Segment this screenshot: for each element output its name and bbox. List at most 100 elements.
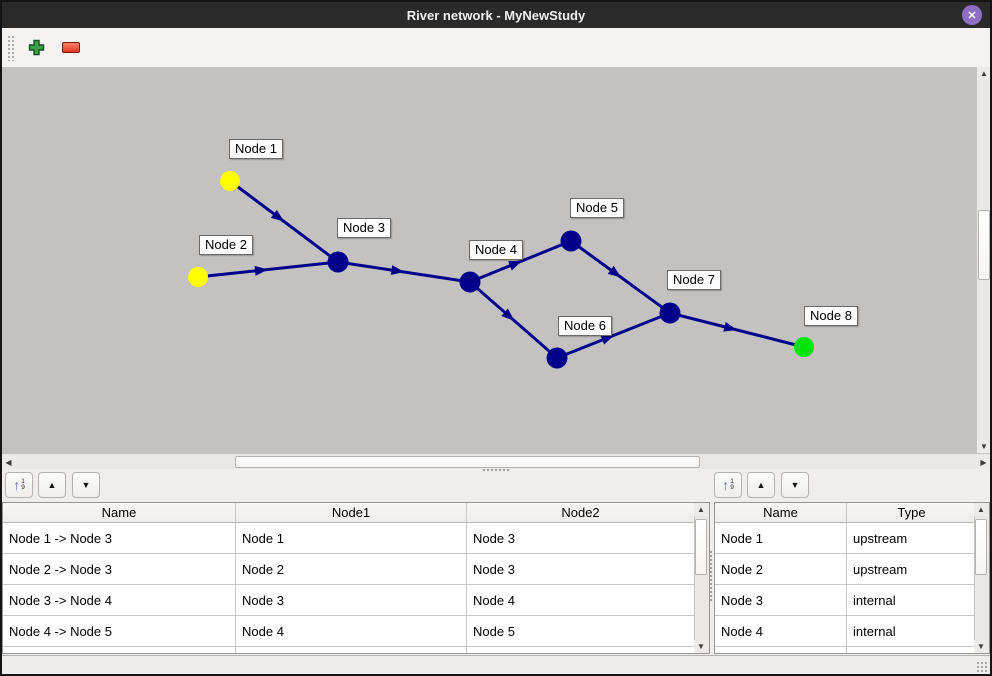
remove-button[interactable]: [58, 35, 84, 61]
reaches-scroll-thumb[interactable]: [695, 519, 707, 575]
node-label[interactable]: Node 5: [570, 198, 624, 218]
table-cell[interactable]: Node 4: [467, 585, 695, 615]
canvas-hscroll-thumb[interactable]: [235, 456, 700, 468]
titlebar[interactable]: River network - MyNewStudy ✕: [2, 2, 990, 28]
node-label[interactable]: Node 6: [558, 316, 612, 336]
reaches-move-down-button[interactable]: ▼: [72, 472, 100, 498]
reaches-table-scrollbar[interactable]: ▲ ▼: [694, 503, 709, 653]
nodes-table-scrollbar[interactable]: ▲ ▼: [974, 503, 989, 653]
table-cell[interactable]: Node 1: [236, 523, 467, 553]
table-row-partial: [3, 647, 709, 653]
scroll-down-icon[interactable]: ▼: [694, 640, 708, 653]
window-title: River network - MyNewStudy: [406, 7, 586, 23]
edge-arrow-icon: [508, 260, 522, 271]
table-cell[interactable]: Node 3: [236, 585, 467, 615]
edge-arrow-icon: [501, 308, 515, 321]
graph-node[interactable]: [659, 302, 681, 324]
toolbar-grip[interactable]: [7, 34, 14, 61]
column-header[interactable]: Name: [3, 503, 236, 522]
graph-node[interactable]: [188, 267, 208, 287]
resize-grip[interactable]: [976, 661, 988, 673]
table-cell[interactable]: Node 4 -> Node 5: [3, 616, 236, 646]
table-cell[interactable]: Node 4: [715, 616, 847, 646]
toolbar: [2, 28, 990, 68]
graph-node[interactable]: [546, 347, 568, 369]
edge-arrow-icon: [270, 209, 285, 222]
scroll-left-icon[interactable]: ◀: [2, 455, 15, 469]
canvas-hscrollbar[interactable]: ◀ ▶: [2, 453, 990, 469]
table-cell[interactable]: upstream: [847, 523, 977, 553]
node-label[interactable]: Node 2: [199, 235, 253, 255]
table-cell[interactable]: Node 1: [715, 523, 847, 553]
table-cell[interactable]: Node 1 -> Node 3: [3, 523, 236, 553]
edge-arrow-icon: [600, 335, 615, 345]
scroll-right-icon[interactable]: ▶: [977, 455, 990, 469]
node-label[interactable]: Node 1: [229, 139, 283, 159]
graph-node[interactable]: [459, 271, 481, 293]
scroll-up-icon[interactable]: ▲: [974, 503, 988, 516]
nodes-move-up-button[interactable]: ▲: [747, 472, 775, 498]
scroll-up-icon[interactable]: ▲: [977, 67, 990, 80]
graph-node[interactable]: [560, 230, 582, 252]
horizontal-splitter[interactable]: [482, 468, 510, 472]
node-label[interactable]: Node 3: [337, 218, 391, 238]
nodes-move-down-button[interactable]: ▼: [781, 472, 809, 498]
table-cell[interactable]: Node 3: [467, 523, 695, 553]
network-canvas[interactable]: Node 1 Node 2 Node 3 Node 4 Node 5 Node 6 Node…: [2, 67, 976, 453]
table-cell[interactable]: Node 5: [467, 616, 695, 646]
scroll-up-icon[interactable]: ▲: [694, 503, 708, 516]
graph-node[interactable]: [220, 171, 240, 191]
graph-edge[interactable]: [197, 260, 339, 279]
graph-node[interactable]: [794, 337, 814, 357]
table-cell[interactable]: Node 3: [715, 585, 847, 615]
table-cell[interactable]: Node 3 -> Node 4: [3, 585, 236, 615]
canvas-vscrollbar[interactable]: ▲ ▼: [976, 67, 990, 453]
column-header[interactable]: Node2: [467, 503, 695, 522]
table-cell[interactable]: upstream: [847, 554, 977, 584]
river-network-graph: [188, 171, 814, 369]
table-cell[interactable]: Node 4: [236, 616, 467, 646]
edge-arrow-icon: [607, 265, 622, 278]
node-label[interactable]: Node 7: [667, 270, 721, 290]
table-cell[interactable]: internal: [847, 616, 977, 646]
table-cell[interactable]: Node 2: [236, 554, 467, 584]
table-cell[interactable]: Node 2: [715, 554, 847, 584]
nodes-scroll-thumb[interactable]: [975, 519, 987, 575]
canvas-vscroll-thumb[interactable]: [978, 210, 990, 280]
node-label[interactable]: Node 4: [469, 240, 523, 260]
column-header[interactable]: Name: [715, 503, 847, 522]
vertical-splitter[interactable]: [709, 550, 713, 602]
status-bar: [2, 655, 990, 674]
edge-arrow-icon: [390, 265, 405, 276]
column-header[interactable]: Node1: [236, 503, 467, 522]
scroll-down-icon[interactable]: ▼: [977, 440, 990, 453]
column-header[interactable]: Type: [847, 503, 977, 522]
plus-icon: [28, 39, 44, 56]
node-label[interactable]: Node 8: [804, 306, 858, 326]
graph-node[interactable]: [327, 251, 349, 273]
table-cell[interactable]: internal: [847, 585, 977, 615]
close-button[interactable]: ✕: [962, 5, 982, 25]
edge-arrow-icon: [723, 321, 738, 332]
add-button[interactable]: [23, 35, 49, 61]
table-cell[interactable]: Node 2 -> Node 3: [3, 554, 236, 584]
reaches-move-up-button[interactable]: ▲: [38, 472, 66, 498]
scroll-down-icon[interactable]: ▼: [974, 640, 988, 653]
table-cell[interactable]: Node 3: [467, 554, 695, 584]
